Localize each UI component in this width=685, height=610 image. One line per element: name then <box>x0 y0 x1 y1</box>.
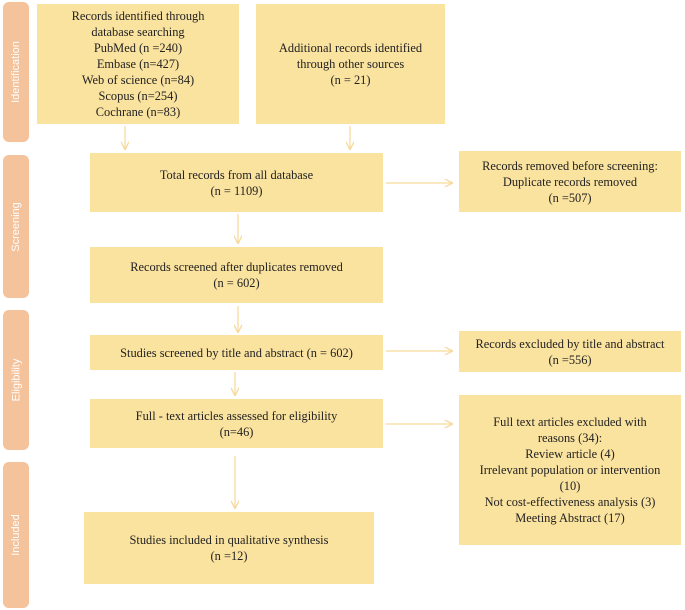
box-screened-after-duplicates: Records screened after duplicates remove… <box>90 247 383 303</box>
box-fulltext-assessed-line: Full - text articles assessed for eligib… <box>135 408 338 423</box>
box-fulltext-excluded-line: Not cost-effectiveness analysis (3) <box>484 495 656 509</box>
side-label-identification: Identification <box>3 2 29 142</box>
box-other-sources-line: Additional records identified <box>278 41 423 55</box>
box-title-abstract-line: Studies screened by title and abstract (… <box>120 345 353 360</box>
box-total-records-line: Total records from all database <box>159 167 314 182</box>
box-included-synthesis: Studies included in qualitative synthesi… <box>84 512 374 584</box>
box-removed-line: Records removed before screening: <box>482 158 658 173</box>
box-database-search-line: Embase (n=427) <box>96 57 180 71</box>
box-excluded-title-line: Records excluded by title and abstract <box>475 336 665 351</box>
box-removed-line: Duplicate records removed <box>502 174 638 189</box>
box-database-search-line: database searching <box>91 25 185 39</box>
box-included-line: Studies included in qualitative synthesi… <box>129 533 329 547</box>
side-label-screening: Screening <box>3 155 29 298</box>
box-database-search-line: Records identified through <box>71 9 205 23</box>
box-screened-line: Records screened after duplicates remove… <box>130 260 343 274</box>
side-label-included: Included <box>3 462 29 608</box>
box-database-search-line: Web of science (n=84) <box>81 73 195 87</box>
box-screened-line: (n = 602) <box>213 276 260 290</box>
box-database-search-line: Cochrane (n=83) <box>95 105 181 119</box>
box-title-abstract-screened: Studies screened by title and abstract (… <box>90 335 383 370</box>
box-removed-line: (n =507) <box>548 190 592 205</box>
box-other-sources: Additional records identified through ot… <box>256 4 445 124</box>
box-fulltext-assessed-line: (n=46) <box>219 424 254 439</box>
box-fulltext-excluded-line: reasons (34): <box>537 431 603 445</box>
box-removed-before-screening: Records removed before screening: Duplic… <box>459 151 681 212</box>
box-fulltext-excluded-line: Meeting Abstract (17) <box>515 511 625 525</box>
box-fulltext-excluded-line: Full text articles excluded with <box>493 415 647 429</box>
box-database-search: Records identified through database sear… <box>37 4 239 124</box>
box-other-sources-line: through other sources <box>296 57 405 71</box>
box-fulltext-excluded: Full text articles excluded with reasons… <box>459 395 681 545</box>
side-label-eligibility: Eligibility <box>3 310 29 450</box>
box-fulltext-excluded-line: (10) <box>559 479 581 493</box>
box-fulltext-excluded-line: Irrelevant population or intervention <box>479 463 661 477</box>
box-fulltext-excluded-line: Review article (4) <box>525 447 615 461</box>
box-excluded-title-line: (n =556) <box>548 352 592 367</box>
box-excluded-title-abstract: Records excluded by title and abstract (… <box>459 331 681 372</box>
box-total-records-line: (n = 1109) <box>210 183 263 198</box>
box-database-search-line: Scopus (n=254) <box>98 89 178 103</box>
box-database-search-line: PubMed (n =240) <box>93 41 183 55</box>
box-other-sources-line: (n = 21) <box>330 73 371 87</box>
box-total-records: Total records from all database (n = 110… <box>90 153 383 212</box>
box-included-line: (n =12) <box>210 549 248 563</box>
box-fulltext-assessed: Full - text articles assessed for eligib… <box>90 399 383 448</box>
